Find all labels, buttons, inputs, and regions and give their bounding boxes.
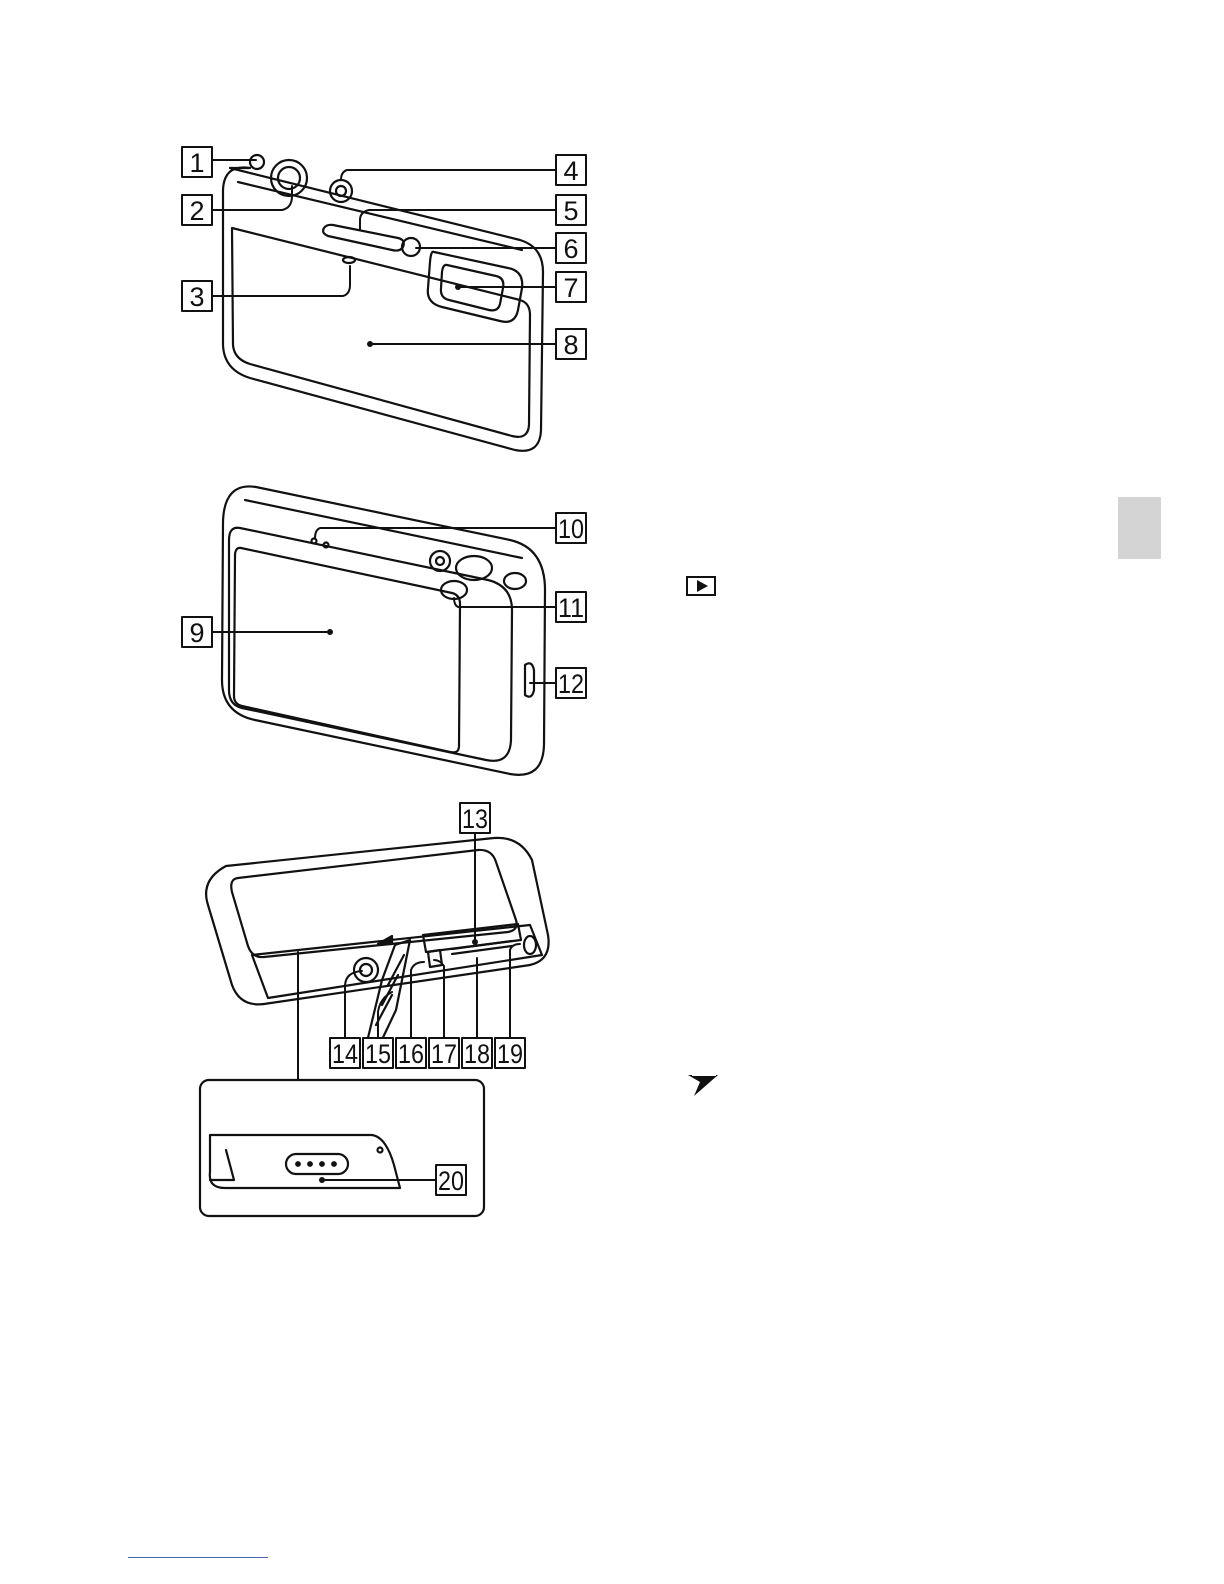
callout-12: 12	[558, 669, 584, 699]
callout-17: 17	[431, 1039, 457, 1069]
callout-14: 14	[332, 1039, 358, 1069]
connector-pin-1	[296, 1162, 300, 1166]
front-view	[223, 155, 543, 451]
section-side-tab	[1118, 497, 1161, 559]
callout-9: 9	[189, 618, 204, 648]
callout-11: 11	[558, 593, 584, 623]
back-view	[222, 486, 545, 774]
callout-1: 1	[189, 148, 204, 178]
callout-8: 8	[563, 330, 578, 360]
playback-icon	[686, 576, 716, 596]
callout-13: 13	[462, 804, 488, 834]
callout-16: 16	[398, 1039, 424, 1069]
callout-5: 5	[563, 196, 578, 226]
connector-pin-4	[332, 1162, 336, 1166]
callout-10: 10	[558, 514, 584, 544]
note-icon	[686, 1072, 720, 1098]
callout-6: 6	[563, 234, 578, 264]
callout-4: 4	[563, 156, 578, 186]
callout-15: 15	[365, 1039, 391, 1069]
callout-2: 2	[189, 196, 204, 226]
power-button-front	[250, 155, 264, 169]
callout-7: 7	[563, 273, 578, 303]
connector-pin-3	[320, 1162, 324, 1166]
callout-18: 18	[464, 1039, 490, 1069]
callout-3: 3	[189, 282, 204, 312]
callout-20: 20	[438, 1166, 464, 1196]
connector-pin-2	[308, 1162, 312, 1166]
callout-19: 19	[497, 1039, 523, 1069]
footer-link-underline[interactable]	[128, 1557, 268, 1558]
